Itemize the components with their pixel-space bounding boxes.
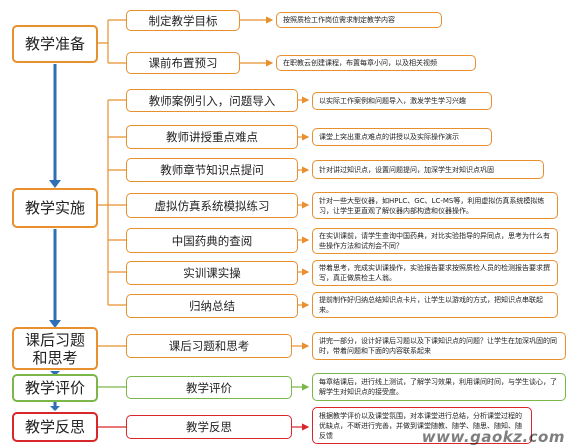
desc-virtual-simulation: 针对一些大型仪器，如HPLC、GC、LC-MS等，利用虚拟仿真系统模拟练习，让学… <box>312 192 558 219</box>
desc-evaluation: 每章结课后，进行线上测试，了解学习效果，利用课间时间，与学生谈心，了解学生对知识… <box>312 373 566 401</box>
step-reflection: 教学反思 <box>126 415 292 439</box>
step-label: 归纳总结 <box>189 299 235 313</box>
desc-text: 针对一些大型仪器，如HPLC、GC、LC-MS等，利用虚拟仿真系统模拟练习，让学… <box>319 196 545 215</box>
step-chapter-questions: 教师章节知识点提问 <box>126 158 298 182</box>
desc-text: 按照质检工作岗位需求制定教学内容 <box>283 16 395 24</box>
desc-text: 讲完一部分，设计好课后习题以及下课知识点的问题？让学生在加深巩固的同时，带着问题… <box>319 337 557 355</box>
step-case-intro: 教师案例引入，问题导入 <box>126 89 298 112</box>
step-label: 课后习题和思考 <box>168 339 250 353</box>
desc-text: 带着思考，完成实训课操作，实验报告要求按照质检人员的检测报告要求撰写，真正做质检… <box>319 264 550 282</box>
desc-text: 以实际工作案例和问题导入，激发学生学习兴趣 <box>319 97 466 105</box>
step-label: 教学评价 <box>186 380 232 395</box>
stage-implementation: 教学实施 <box>12 188 98 228</box>
stage-evaluation: 教学评价 <box>12 374 98 402</box>
desc-key-points: 课堂上突出重点难点的讲授以及实际操作演示 <box>312 128 492 146</box>
stage-preparation-label: 教学准备 <box>24 35 85 53</box>
step-summary: 归纳总结 <box>126 294 298 318</box>
step-label: 实训课实操 <box>183 266 241 280</box>
step-virtual-simulation: 虚拟仿真系统模拟练习 <box>126 193 298 218</box>
stage-reflection: 教学反思 <box>12 412 98 442</box>
desc-reflection: 根据教学评价以及课堂氛围，对本课堂进行总结，分析课堂过程的优缺点，不断进行完善，… <box>312 407 532 444</box>
step-label: 教师章节知识点提问 <box>160 163 264 177</box>
stage-reflection-label: 教学反思 <box>24 418 85 436</box>
desc-text: 在职教云创建课程，布置每章小问，以及相关视频 <box>283 59 437 67</box>
desc-homework: 讲完一部分，设计好课后习题以及下课知识点的问题？让学生在加深巩固的同时，带着问题… <box>312 332 566 360</box>
desc-summary: 提前制作好归纳总结知识点卡片，让学生以游戏的方式，把知识点串联起来。 <box>312 292 558 318</box>
step-set-goals: 制定教学目标 <box>126 10 240 31</box>
desc-preview-assignment: 在职教云创建课程，布置每章小问，以及相关视频 <box>276 55 476 71</box>
desc-text: 课堂上突出重点难点的讲授以及实际操作演示 <box>319 133 459 141</box>
step-label: 虚拟仿真系统模拟练习 <box>154 198 270 213</box>
desc-text: 针对讲过知识点，设置问题提问，加深学生对知识点巩固 <box>319 165 494 174</box>
desc-pharmacopoeia: 在实训课前，请学生查询中国药典，对比实验指导的异同点，思考为什么有些操作方法和试… <box>312 228 558 254</box>
step-label: 教师讲授重点难点 <box>166 130 258 144</box>
desc-set-goals: 按照质检工作岗位需求制定教学内容 <box>276 12 442 28</box>
step-label: 中国药典的查阅 <box>171 233 253 248</box>
step-pharmacopoeia: 中国药典的查阅 <box>126 228 298 253</box>
stage-preparation: 教学准备 <box>12 25 98 63</box>
desc-text: 在实训课前，请学生查询中国药典，对比实验指导的异同点，思考为什么有些操作方法和试… <box>319 232 550 250</box>
step-practical-training: 实训课实操 <box>126 261 298 285</box>
desc-text: 每章结课后，进行线上测试，了解学习效果，利用课间时间，与学生谈心，了解学生对知识… <box>319 378 557 396</box>
desc-chapter-questions: 针对讲过知识点，设置问题提问，加深学生对知识点巩固 <box>312 160 544 179</box>
step-label: 课前布置预习 <box>148 56 218 70</box>
step-preview-assignment: 课前布置预习 <box>126 52 240 74</box>
desc-practical-training: 带着思考，完成实训课操作，实验报告要求按照质检人员的检测报告要求撰写，真正做质检… <box>312 260 558 286</box>
step-evaluation: 教学评价 <box>126 376 292 399</box>
desc-case-intro: 以实际工作案例和问题导入，激发学生学习兴趣 <box>312 92 492 110</box>
stage-homework-label: 课后习题 和思考 <box>24 330 85 367</box>
desc-text: 根据教学评价以及课堂氛围，对本课堂进行总结，分析课堂过程的优缺点，不断进行完善，… <box>319 411 522 440</box>
watermark: www.gaokz.com <box>421 428 565 446</box>
stage-evaluation-label: 教学评价 <box>24 379 85 397</box>
step-label: 制定教学目标 <box>148 13 218 28</box>
step-key-points: 教师讲授重点难点 <box>126 125 298 149</box>
step-label: 教学反思 <box>186 420 232 434</box>
stage-homework-reflection: 课后习题 和思考 <box>12 327 98 370</box>
step-label: 教师案例引入，问题导入 <box>148 93 276 108</box>
stage-implementation-label: 教学实施 <box>24 199 85 217</box>
desc-text: 提前制作好归纳总结知识点卡片，让学生以游戏的方式，把知识点串联起来。 <box>319 296 543 314</box>
step-homework: 课后习题和思考 <box>126 334 292 358</box>
